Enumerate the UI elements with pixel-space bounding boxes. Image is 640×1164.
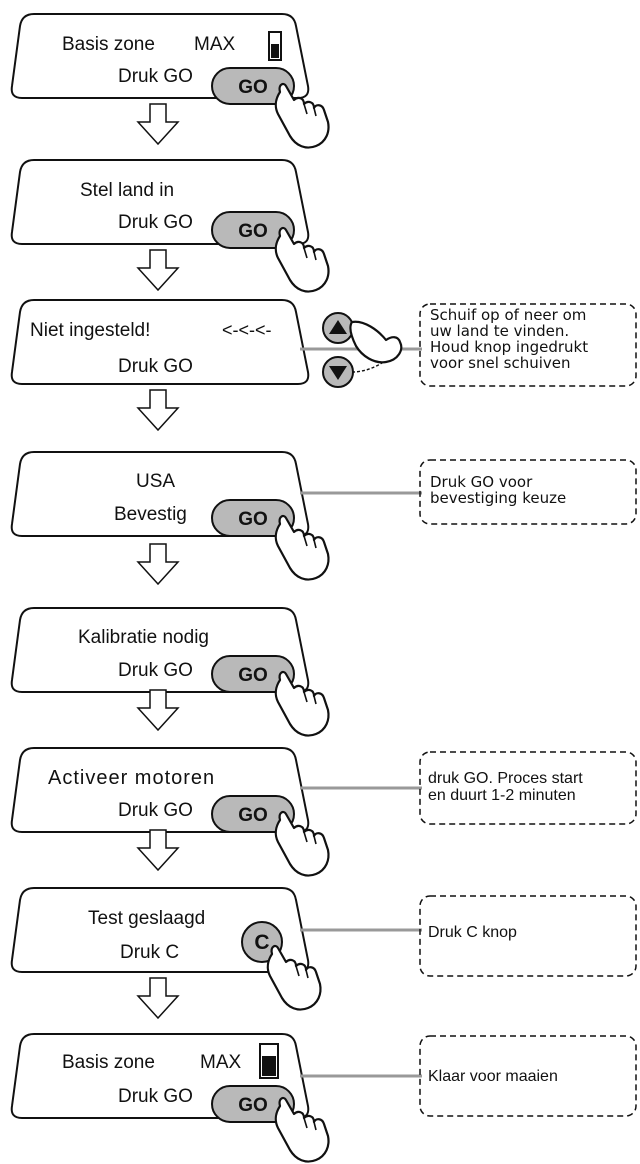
step-line2: Druk C <box>120 942 179 963</box>
go-button[interactable]: GO <box>211 211 295 249</box>
scroll-up-button[interactable] <box>322 312 354 344</box>
step-line1: USA <box>136 471 175 492</box>
go-button[interactable]: GO <box>211 1085 295 1123</box>
down-arrow-icon <box>137 977 179 1019</box>
step-line1-right: MAX <box>194 34 236 55</box>
svg-text:GO: GO <box>238 1095 268 1116</box>
triangle-down-icon <box>329 366 347 380</box>
step-line1: Stel land in <box>80 180 174 201</box>
scroll-buttons <box>322 312 403 388</box>
step-line2: Druk GO <box>118 1086 193 1107</box>
note-box <box>419 459 637 525</box>
step-line2: Druk GO <box>118 212 193 233</box>
step-stel-land-in: Stel land in Druk GO GO <box>10 159 330 293</box>
note-press-c: Druk C knop <box>428 924 517 941</box>
step-usa: USA Bevestig GO <box>10 451 330 581</box>
hand-press-icon <box>349 320 403 364</box>
note-box <box>419 303 637 387</box>
step-line1: Kalibratie nodig <box>78 627 209 648</box>
step-line2: Bevestig <box>114 504 187 525</box>
step-basis-zone: Basis zone MAX Druk GO GO <box>10 13 330 149</box>
step-line2: Druk GO <box>118 66 193 87</box>
svg-text:GO: GO <box>238 221 268 242</box>
note-ready: Klaar voor maaien <box>428 1068 558 1085</box>
svg-text:GO: GO <box>238 665 268 686</box>
step-line1-right: <-<-<- <box>222 320 272 340</box>
step-line2: Druk GO <box>118 660 193 681</box>
step-line1-right: MAX <box>200 1052 242 1073</box>
go-button[interactable]: GO <box>211 67 295 105</box>
down-arrow-icon <box>137 543 179 585</box>
step-test-geslaagd: Test geslaagd Druk C C <box>10 887 322 1011</box>
step-line2: Druk GO <box>118 356 193 377</box>
svg-text:GO: GO <box>238 77 268 98</box>
step-line1: Basis zone <box>62 34 155 55</box>
note-box <box>419 1035 637 1117</box>
step-basis-zone-final: Basis zone MAX Druk GO GO <box>10 1033 330 1163</box>
battery-icon <box>259 1043 279 1079</box>
go-button[interactable]: GO <box>211 795 295 833</box>
go-button[interactable]: GO <box>211 499 295 537</box>
note-scroll: Schuif op of neer om uw land te vinden. … <box>430 306 589 372</box>
down-arrow-icon <box>137 249 179 291</box>
step-line1: Activeer motoren <box>48 767 215 789</box>
svg-text:GO: GO <box>238 805 268 826</box>
down-arrow-icon <box>137 689 179 731</box>
step-line1: Basis zone <box>62 1052 155 1073</box>
battery-icon <box>268 31 282 61</box>
step-activeer-motoren: Activeer motoren Druk GO GO <box>10 747 330 877</box>
scroll-down-button[interactable] <box>322 356 354 388</box>
note-motors: druk GO. Proces start en duurt 1-2 minut… <box>428 770 583 804</box>
triangle-up-icon <box>329 320 347 334</box>
step-line1: Test geslaagd <box>88 908 205 929</box>
note-confirm: Druk GO voor bevestiging keuze <box>430 473 567 507</box>
down-arrow-icon <box>137 103 179 145</box>
down-arrow-icon <box>137 829 179 871</box>
svg-text:C: C <box>254 931 269 954</box>
go-button[interactable]: GO <box>211 655 295 693</box>
step-line2: Druk GO <box>118 800 193 821</box>
note-box <box>419 895 637 977</box>
step-kalibratie: Kalibratie nodig Druk GO GO <box>10 607 330 737</box>
step-niet-ingesteld: Niet ingesteld! <-<-<- Druk GO <box>10 299 310 385</box>
svg-text:GO: GO <box>238 509 268 530</box>
down-arrow-icon <box>137 389 179 431</box>
step-line1: Niet ingesteld! <box>30 320 150 341</box>
